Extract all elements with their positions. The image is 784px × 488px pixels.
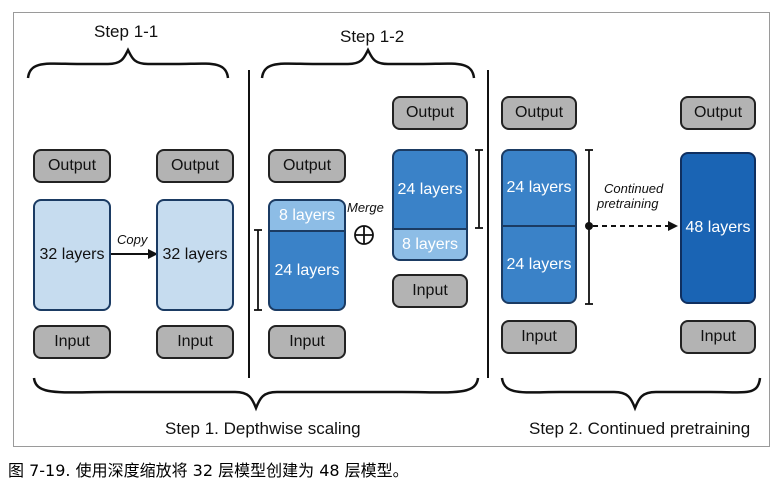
step1-1-label: Step 1-1	[94, 22, 159, 41]
output-box-2: Output	[156, 149, 234, 183]
continued-arrow-head	[668, 221, 678, 231]
step1-label: Step 1. Depthwise scaling	[165, 419, 361, 438]
model-48: 48 layers	[680, 152, 756, 304]
output-box-1: Output	[33, 149, 111, 183]
input-box-4: Input	[392, 274, 468, 308]
brace-step1	[32, 377, 480, 412]
output-box-6: Output	[680, 96, 756, 130]
continued-label-1: Continued	[604, 181, 664, 196]
layers-8-bottom: 8 layers	[392, 228, 468, 261]
input-box-3: Input	[268, 325, 346, 359]
step1-2-label: Step 1-2	[340, 27, 405, 46]
brace-step1-2	[260, 47, 476, 79]
merged-24-bottom: 24 layers	[501, 225, 577, 304]
input-box-2: Input	[156, 325, 234, 359]
input-box-1: Input	[33, 325, 111, 359]
continued-label-2: pretraining	[597, 196, 659, 211]
brace-step1-1	[26, 47, 230, 79]
output-box-5: Output	[501, 96, 577, 130]
step2-label: Step 2. Continued pretraining	[529, 419, 751, 438]
merge-label: Merge	[347, 200, 384, 215]
input-box-6: Input	[680, 320, 756, 354]
layers-8-top: 8 layers	[268, 199, 346, 232]
model-32-original: 32 layers	[33, 199, 111, 311]
diagram-frame	[13, 12, 770, 447]
figure-caption: 图 7-19. 使用深度缩放将 32 层模型创建为 48 层模型。	[8, 461, 409, 480]
input-box-5: Input	[501, 320, 577, 354]
merged-24-top: 24 layers	[501, 149, 577, 227]
layers-24-top: 24 layers	[392, 149, 468, 230]
copy-label: Copy	[117, 232, 148, 247]
output-box-3: Output	[268, 149, 346, 183]
model-32-copy: 32 layers	[156, 199, 234, 311]
copy-arrow-head	[148, 249, 158, 259]
layers-24-bottom: 24 layers	[268, 230, 346, 311]
output-box-4: Output	[392, 96, 468, 130]
brace-step2	[500, 377, 762, 412]
